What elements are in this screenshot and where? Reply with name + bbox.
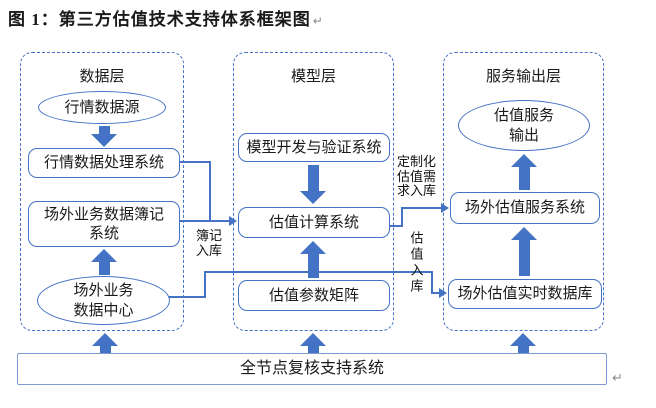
- arrowhead-into-otc-service-icon: [441, 203, 449, 213]
- connector-datacenter-h1: [167, 296, 206, 298]
- connector-calc-to-service-h1: [390, 225, 403, 227]
- connector-datacenter-v2: [431, 271, 433, 294]
- figure-title-text: 图 1：第三方估值技术支持体系框架图: [8, 10, 311, 29]
- edge-label-valuation-in: 估值入库: [408, 231, 424, 295]
- layer-data-label: 数据层: [79, 68, 125, 85]
- node-valuation-service-output: 估值服务 输出: [458, 100, 590, 151]
- up-arrow-review-to-service-layer-icon: [510, 333, 536, 353]
- node-model-dev-validation-system: 模型开发与验证系统: [238, 133, 390, 162]
- down-arrow-modeldev-to-calc-icon: [300, 165, 326, 204]
- paragraph-mark-icon: ↵: [312, 14, 324, 28]
- edge-label-booking-in: 簿记 入库: [195, 228, 222, 258]
- node-otc-data-center: 场外业务 数据中心: [37, 276, 170, 325]
- down-arrow-source-to-processing-icon: [91, 126, 117, 147]
- connector-calc-to-service-v: [401, 207, 403, 227]
- layer-service-label: 服务输出层: [485, 68, 561, 85]
- paragraph-mark-icon: ↵: [612, 370, 623, 385]
- up-arrow-db-to-service-icon: [511, 227, 537, 276]
- edge-label-customized-valuation-demand-in: 定制化 估值需 求入库: [397, 154, 437, 199]
- node-otc-valuation-realtime-db: 场外估值实时数据库: [448, 279, 602, 309]
- connector-datacenter-v1: [204, 271, 206, 298]
- layer-service: 服务输出层: [443, 52, 604, 331]
- connector-datacenter-h3: [431, 292, 441, 294]
- up-arrow-matrix-to-calc-icon: [300, 241, 326, 278]
- figure-title: 图 1：第三方估值技术支持体系框架图↵: [8, 5, 324, 30]
- node-valuation-calc-system: 估值计算系统: [238, 207, 390, 238]
- up-arrow-datacenter-to-booking-icon: [91, 249, 117, 275]
- layer-model: 模型层: [233, 52, 394, 331]
- node-market-data-source: 行情数据源: [38, 91, 166, 124]
- connector-processing-to-calc-v: [209, 161, 211, 222]
- up-arrow-review-to-data-layer-icon: [92, 333, 118, 353]
- layer-data: 数据层: [20, 52, 184, 331]
- arrowhead-into-realtime-db-icon: [439, 288, 447, 298]
- node-valuation-param-matrix: 估值参数矩阵: [238, 280, 390, 311]
- up-arrow-review-to-model-layer-icon: [300, 333, 326, 353]
- node-full-node-review-system: 全节点复核支持系统: [17, 353, 607, 385]
- up-arrow-service-to-output-icon: [511, 154, 537, 190]
- node-otc-valuation-service-system: 场外估值服务系统: [450, 192, 600, 224]
- connector-calc-to-service-h2: [401, 207, 442, 209]
- connector-booking-to-calc: [180, 220, 231, 222]
- arrowhead-into-valuation-calc-icon: [229, 216, 237, 226]
- connector-processing-to-calc-h: [180, 161, 211, 163]
- connector-datacenter-h2: [204, 271, 433, 273]
- node-otc-booking-system: 场外业务数据簿记 系统: [28, 201, 180, 247]
- node-market-data-processing-system: 行情数据处理系统: [28, 148, 180, 178]
- layer-model-label: 模型层: [290, 68, 336, 85]
